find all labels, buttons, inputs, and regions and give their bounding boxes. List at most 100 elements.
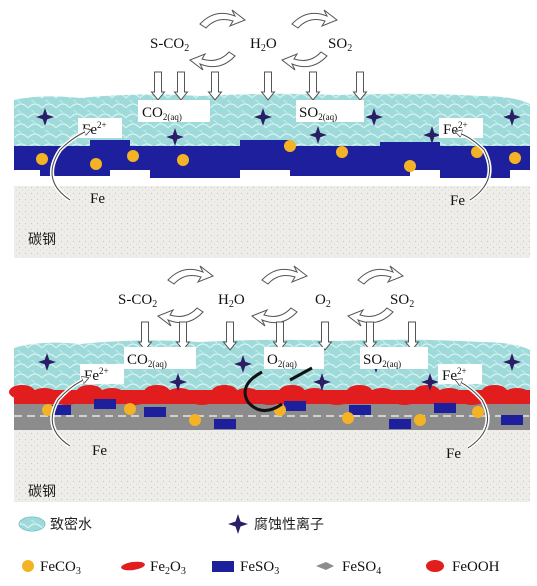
top-ion-stars	[36, 108, 521, 146]
legend: 致密水 腐蚀性离子 FeCO3 Fe2O3 FeSO3 FeSO4 FeOOH	[18, 514, 500, 577]
bottom-panel: S-CO2 H2O O2 SO2 CO2(aq) O2(aq) SO2(aq) …	[9, 265, 530, 502]
diffusion-arrow-icon	[137, 321, 153, 351]
diffusion-arrow-icon	[260, 71, 276, 101]
star-icon	[228, 514, 248, 534]
legend-dense-water: 致密水	[18, 516, 92, 533]
ion-star-icon	[309, 126, 327, 144]
legend-feooh-label: FeOOH	[452, 559, 500, 575]
bottom-o2aq-label: O2(aq)	[267, 352, 297, 369]
top-panel: S-CO2 H2O SO2 CO2(aq) SO2(aq) Fe2+ Fe2+	[14, 9, 530, 258]
bottom-so2aq-label: SO2(aq)	[363, 352, 401, 369]
legend-feooh: FeOOH	[426, 559, 500, 575]
diffusion-arrow-icon	[305, 71, 321, 101]
feso3-particle	[284, 401, 306, 411]
legend-feco3: FeCO3	[22, 559, 81, 577]
legend-feso3-label: FeSO3	[240, 559, 279, 577]
fe2o3-grain	[414, 385, 440, 399]
bottom-o2-swirl	[243, 366, 313, 412]
bottom-steel-substrate	[14, 430, 530, 502]
diffusion-arrow-icon	[317, 321, 333, 351]
feco3-particle	[472, 406, 484, 418]
fe2o3-grain	[166, 388, 193, 402]
fe2o3-grain	[144, 385, 170, 399]
top-h2o-label: H2O	[250, 36, 277, 54]
water-swatch	[18, 516, 46, 532]
feco3-particle	[342, 412, 354, 424]
feco3-particle	[404, 160, 416, 172]
legend-feso4: FeSO4	[316, 559, 381, 577]
ion-star-icon	[421, 373, 439, 391]
top-so2aq-label: SO2(aq)	[299, 105, 337, 122]
bottom-cycle-arrows	[156, 265, 405, 327]
fe2o3-grain	[234, 388, 260, 402]
top-fe-arrows-outline	[51, 130, 491, 201]
ion-star-icon	[169, 373, 187, 391]
bottom-h2o-label: H2O	[218, 292, 245, 310]
feco3-particle	[36, 153, 48, 165]
diffusion-arrow-icon	[352, 71, 368, 101]
legend-corrosive-ions: 腐蚀性离子	[228, 514, 324, 534]
top-diffusion-arrows	[150, 71, 368, 101]
bottom-so2-label: SO2	[390, 292, 414, 310]
fe2o3-grain	[279, 385, 305, 399]
feco3-particle	[124, 403, 136, 415]
feso3-particle	[349, 405, 371, 415]
fe2o3-grain	[346, 385, 373, 399]
bottom-co2aq-label: CO2(aq)	[127, 352, 167, 369]
ion-star-icon	[503, 353, 521, 371]
feco3-particle	[90, 158, 102, 170]
top-feco3-particles	[36, 140, 521, 172]
fe2o3-grain	[9, 385, 35, 399]
ion-star-icon	[38, 353, 56, 371]
legend-fe2o3-label: Fe2O3	[150, 559, 186, 577]
legend-dense-water-label: 致密水	[50, 516, 92, 533]
fe2o3-swatch	[121, 561, 145, 571]
feso3-particle	[49, 405, 71, 415]
bottom-diffusion-arrows	[137, 321, 420, 351]
feco3-particle	[284, 140, 296, 152]
fe2o3-grain	[391, 391, 418, 405]
fe2o3-grain	[121, 391, 148, 405]
diffusion-arrow-icon	[150, 71, 166, 101]
bottom-fe-arrows-outline	[51, 378, 489, 449]
fe2o3-grain	[99, 388, 125, 402]
fe2o3-grain	[211, 385, 238, 399]
bottom-fe2o3-layer	[9, 385, 530, 405]
feco3-swatch	[22, 560, 34, 572]
feco3-particle	[177, 154, 189, 166]
top-fe-left-label: Fe	[90, 191, 105, 207]
top-co2aq-label: CO2(aq)	[142, 105, 182, 122]
fe2o3-grain	[76, 385, 103, 399]
feso3-particle	[214, 419, 236, 429]
feso3-particle	[389, 419, 411, 429]
fe2o3-grain	[481, 385, 508, 399]
diffusion-arrow-icon	[173, 71, 189, 101]
bottom-o2-label: O2	[315, 292, 331, 310]
diffusion-arrow-icon	[272, 321, 288, 351]
bottom-fe-left-label: Fe	[92, 443, 107, 459]
fe2o3-grain	[436, 388, 463, 402]
top-steel-label: 碳钢	[28, 232, 56, 248]
feso3-particle	[144, 407, 166, 417]
feooh-swatch	[426, 560, 444, 572]
ion-star-icon	[36, 108, 54, 126]
fe2o3-grain	[369, 388, 395, 402]
top-steel-substrate	[14, 186, 530, 258]
feso3-particle	[94, 399, 116, 409]
feco3-particle	[189, 414, 201, 426]
top-cycle-arrows	[188, 9, 339, 71]
top-fe-right-label: Fe	[450, 193, 465, 209]
ion-star-icon	[166, 128, 184, 146]
top-s-co2-label: S-CO2	[150, 36, 189, 54]
diffusion-arrow-icon	[207, 71, 223, 101]
diffusion-arrow-icon	[362, 321, 378, 351]
diffusion-arrow-icon	[404, 321, 420, 351]
fe2o3-grain	[301, 388, 328, 402]
legend-feso4-label: FeSO4	[342, 559, 381, 577]
bottom-fe-right-label: Fe	[446, 446, 461, 462]
ion-star-icon	[254, 108, 272, 126]
legend-feso3: FeSO3	[212, 559, 279, 577]
legend-corrosive-ions-label: 腐蚀性离子	[254, 516, 324, 533]
feso3-swatch	[212, 561, 234, 572]
